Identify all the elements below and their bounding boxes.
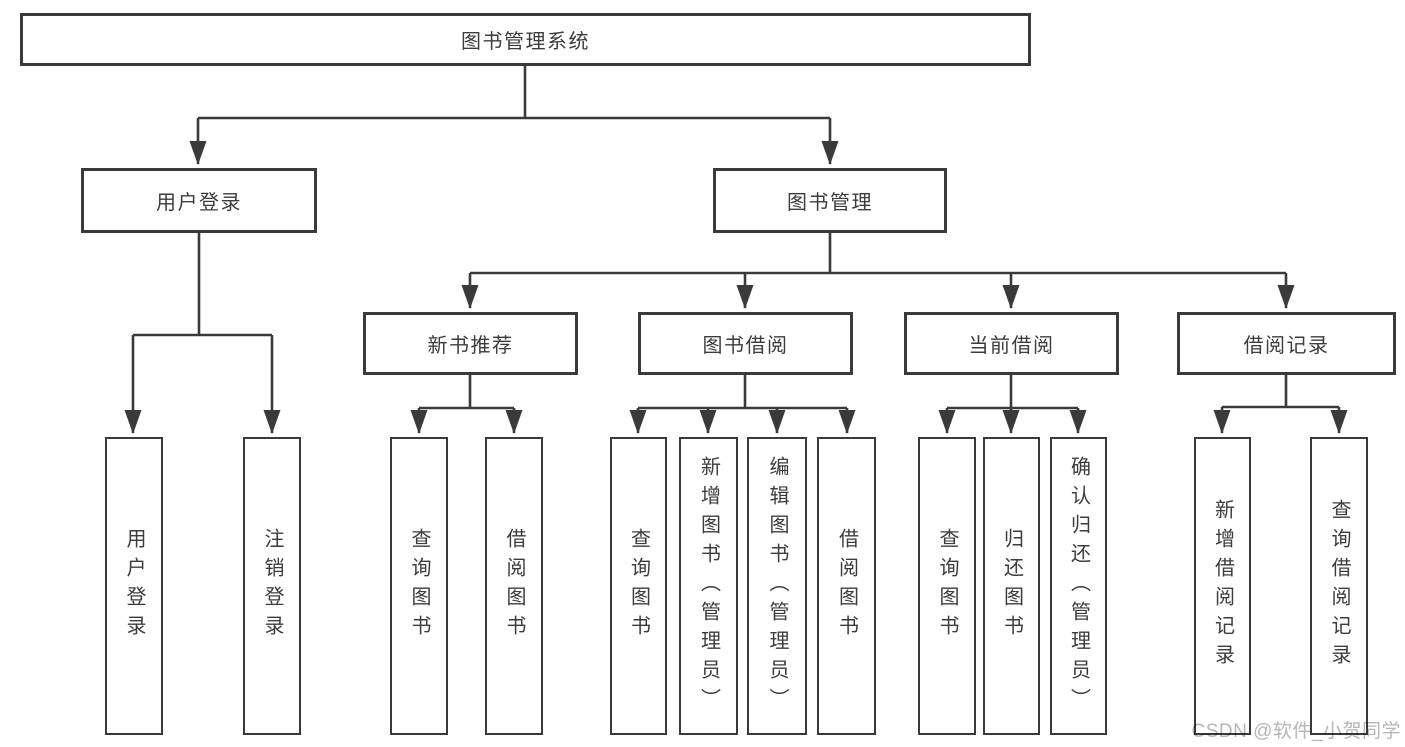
leaf-recommend-search-books: 查询图书 (390, 437, 448, 735)
leaf-borrowing-add-books-admin: 新增图书（管理员） (679, 437, 738, 735)
leaf-user-login: 用户登录 (105, 437, 163, 735)
leaf-borrowing-edit-books-admin: 编辑图书（管理员） (747, 437, 807, 735)
leaf-current-search-books: 查询图书 (918, 437, 976, 735)
leaf-records-search-borrow-record: 查询借阅记录 (1310, 437, 1368, 735)
node-borrowing-records: 借阅记录 (1177, 312, 1396, 375)
leaf-borrowing-borrow-books: 借阅图书 (817, 437, 876, 735)
leaf-records-add-borrow-record: 新增借阅记录 (1194, 437, 1251, 735)
leaf-logout: 注销登录 (243, 437, 301, 735)
leaf-recommend-borrow-books: 借阅图书 (485, 437, 543, 735)
csdn-watermark: CSDN @软件_小贺同学 (1191, 721, 1401, 742)
leaf-current-confirm-return-admin: 确认归还（管理员） (1050, 437, 1107, 735)
leaf-current-return-books: 归还图书 (983, 437, 1040, 735)
node-library-management-system: 图书管理系统 (20, 13, 1031, 66)
node-book-borrowing: 图书借阅 (638, 312, 853, 375)
node-new-book-recommendation: 新书推荐 (363, 312, 578, 375)
node-user-login-branch: 用户登录 (81, 168, 317, 233)
leaf-borrowing-search-books: 查询图书 (610, 437, 667, 735)
node-book-management-branch: 图书管理 (713, 168, 947, 233)
node-current-borrowing: 当前借阅 (904, 312, 1119, 375)
